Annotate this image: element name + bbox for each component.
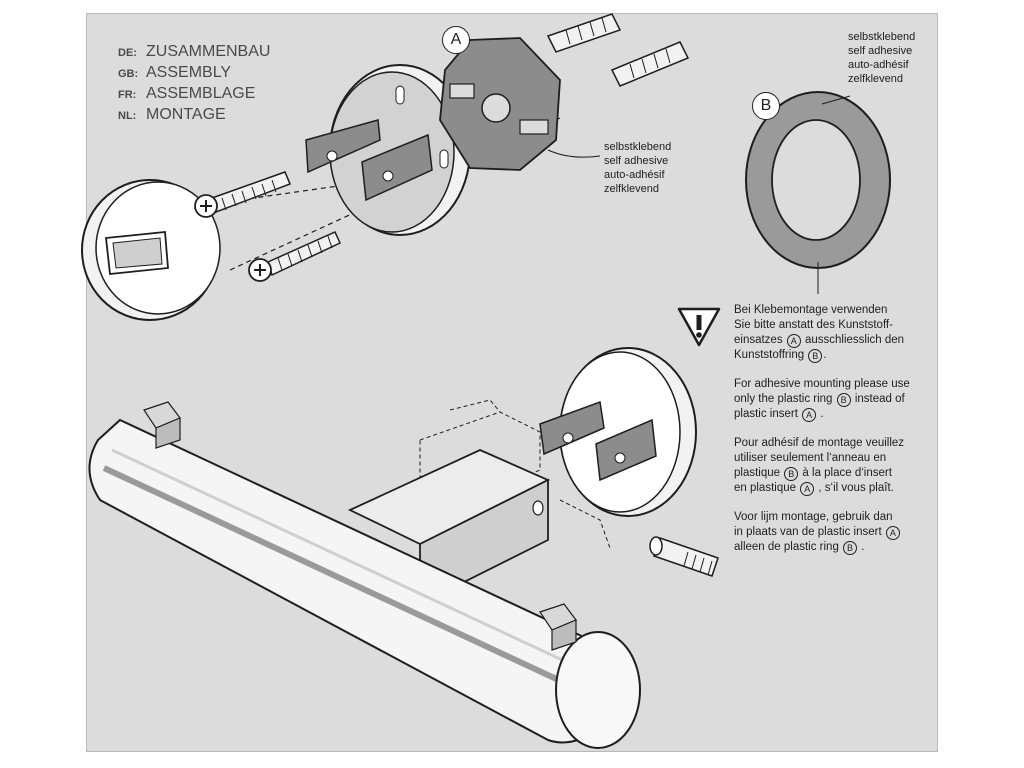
grub-screw xyxy=(649,536,719,577)
note-de: Bei Klebemontage verwenden Sie bitte ans… xyxy=(734,304,905,363)
title-row-nl: NL:MONTAGE xyxy=(118,106,226,123)
title-row-gb: GB:ASSEMBLY xyxy=(118,64,232,81)
wall-base xyxy=(305,64,471,236)
screw-upper xyxy=(194,171,291,218)
plastic-ring-b xyxy=(745,91,891,294)
plastic-insert-a xyxy=(439,37,601,171)
callout-a: A xyxy=(442,26,470,54)
roll-bar xyxy=(88,401,641,749)
title-block: DE:ZUSAMMENBAU GB:ASSEMBLY FR:ASSEMBLAGE… xyxy=(118,42,270,126)
dashed-guides xyxy=(419,399,611,549)
warning-icon xyxy=(677,307,721,347)
adhesive-label-insert: selbstklebend self adhesive auto-adhésif… xyxy=(604,141,672,195)
cover-cap xyxy=(81,179,221,321)
adhesive-label-ring: selbstklebend self adhesive auto-adhésif… xyxy=(848,31,916,85)
wall-plug-upper xyxy=(546,13,622,53)
note-en: For adhesive mounting please use only th… xyxy=(734,378,910,422)
note-fr: Pour adhésif de montage veuillez utilise… xyxy=(734,437,905,496)
adhesive-mounting-notes: Bei Klebemontage verwenden Sie bitte ans… xyxy=(734,303,934,569)
note-nl: Voor lijm montage, gebruik dan in plaats… xyxy=(734,510,934,555)
callout-b: B xyxy=(752,92,780,120)
wall-plug-lower xyxy=(610,41,690,87)
screw-lower xyxy=(248,231,341,282)
mount-base-lower xyxy=(539,347,697,517)
title-row-de: DE:ZUSAMMENBAU xyxy=(118,43,271,60)
title-row-fr: FR:ASSEMBLAGE xyxy=(118,85,256,102)
